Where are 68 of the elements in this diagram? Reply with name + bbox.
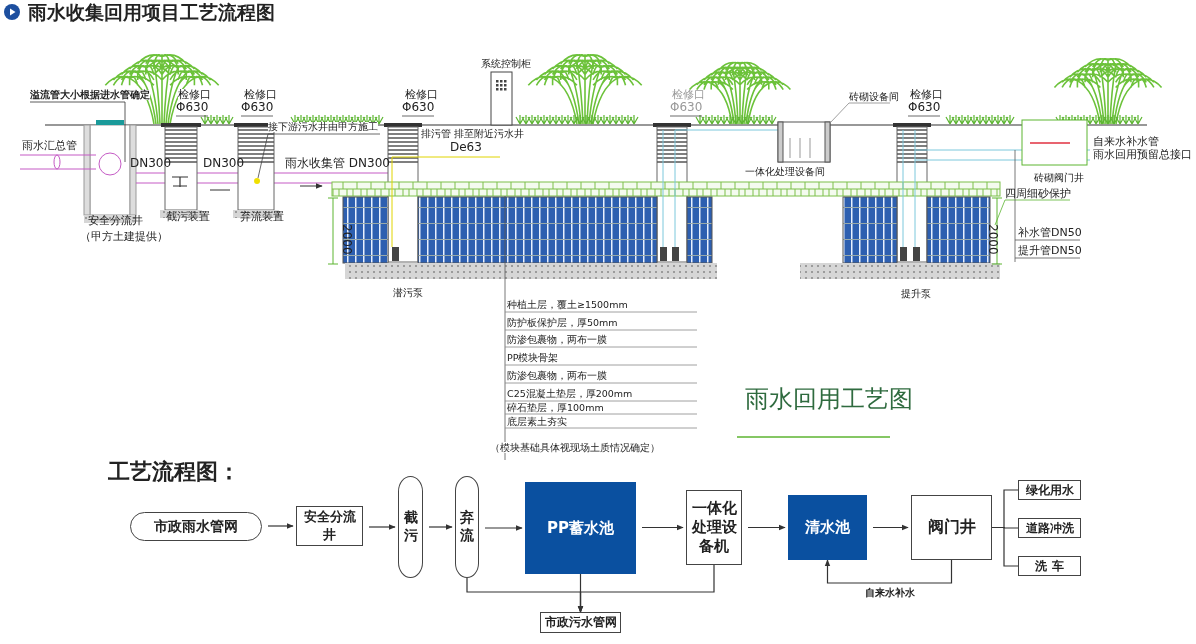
part-label: 检修口 — [244, 89, 277, 102]
dimension-text: Φ630 — [176, 101, 209, 115]
connector-line — [991, 526, 1019, 567]
note: 接下游污水井由甲方施工 — [268, 122, 378, 133]
arrow — [368, 524, 396, 530]
drawing-caption: 雨水回用工艺图 — [745, 386, 913, 413]
dimension-text: 2000 — [985, 224, 999, 255]
process-box: 绿化用水 — [1018, 480, 1081, 500]
layer-label: 碎石垫层，厚100mm — [507, 403, 604, 414]
process-capsule: 截污 — [398, 476, 423, 578]
part-label: 截污装置 — [166, 211, 210, 224]
layer-label: 底层素土夯实 — [507, 417, 567, 428]
pipe-label: 自来水补水管 — [1093, 136, 1159, 149]
dimension-text: Φ630 — [241, 101, 274, 115]
note: 溢流管大小根据进水管确定 — [30, 90, 150, 101]
arrow — [428, 524, 453, 530]
process-capsule: 弃流 — [455, 476, 479, 578]
dimension-text: Φ630 — [908, 101, 941, 115]
part-label: 弃流装置 — [240, 211, 284, 224]
arrow — [872, 524, 909, 531]
layer-label: 种植土层，覆土≥1500mm — [507, 300, 628, 311]
dimension-text: DN300 — [203, 157, 245, 171]
pipe-label: 排污管 排至附近污水井 — [421, 128, 525, 139]
arrow — [267, 523, 294, 529]
part-label: 系统控制柜 — [481, 58, 531, 69]
layer-label: 防渗包裹物，两布一膜 — [507, 335, 607, 346]
layer-label: 防渗包裹物，两布一膜 — [507, 371, 607, 382]
process-box: 道路冲洗 — [1018, 518, 1081, 538]
layer-label: C25混凝土垫层，厚200mm — [507, 389, 633, 400]
part-label: 提升泵 — [901, 288, 931, 299]
terminal-box: 市政雨水管网 — [130, 512, 262, 541]
part-label: 安全分流井 — [88, 215, 143, 228]
part-label: 检修口 — [910, 89, 943, 102]
note: 四周细砂保护 — [1005, 188, 1071, 201]
tank-box: 清水池 — [788, 495, 867, 560]
dimension-text: Φ630 — [670, 101, 703, 115]
arrow — [824, 559, 953, 584]
part-label: 检修口 — [405, 89, 438, 102]
section-heading: 工艺流程图： — [108, 460, 240, 485]
note: （甲方土建提供） — [80, 231, 168, 244]
arrow — [577, 573, 584, 613]
arrow — [747, 524, 786, 531]
dimension-text: DN300 — [130, 157, 172, 171]
pipe-label: 雨水回用预留总接口 — [1093, 149, 1192, 162]
part-label: 一体化处理设备间 — [745, 166, 825, 177]
pipe-label: 雨水收集管 DN300 — [285, 157, 390, 171]
tank-box: PP蓄水池 — [525, 482, 636, 574]
part-label: 砖砌设备间 — [849, 91, 899, 102]
pipe-label: 雨水汇总管 — [22, 140, 77, 153]
process-box: 阀门井 — [911, 495, 992, 560]
process-box: 洗 车 — [1018, 556, 1081, 576]
layer-label: 防护板保护层，厚50mm — [507, 318, 618, 329]
process-box: 安全分流井 — [296, 506, 363, 546]
arrow — [484, 525, 523, 531]
process-box: 市政污水管网 — [540, 612, 621, 633]
dimension-text: 2000 — [339, 224, 353, 255]
part-label: 潜污泵 — [393, 287, 423, 298]
part-label: 砖砌阀门井 — [1034, 172, 1084, 183]
part-label: 检修口 — [178, 89, 211, 102]
pipe-label: 补水管DN50 — [1018, 227, 1082, 240]
part-label: 检修口 — [672, 89, 705, 102]
title: 雨水收集回用项目工艺流程图 — [28, 2, 275, 23]
process-box: 一体化处理设备机 — [686, 490, 742, 565]
dimension-text: De63 — [450, 141, 482, 155]
arrow — [641, 524, 684, 531]
pipe-label: 提升管DN50 — [1018, 245, 1082, 258]
layer-label: PP模块骨架 — [507, 353, 559, 364]
dimension-text: Φ630 — [402, 101, 435, 115]
